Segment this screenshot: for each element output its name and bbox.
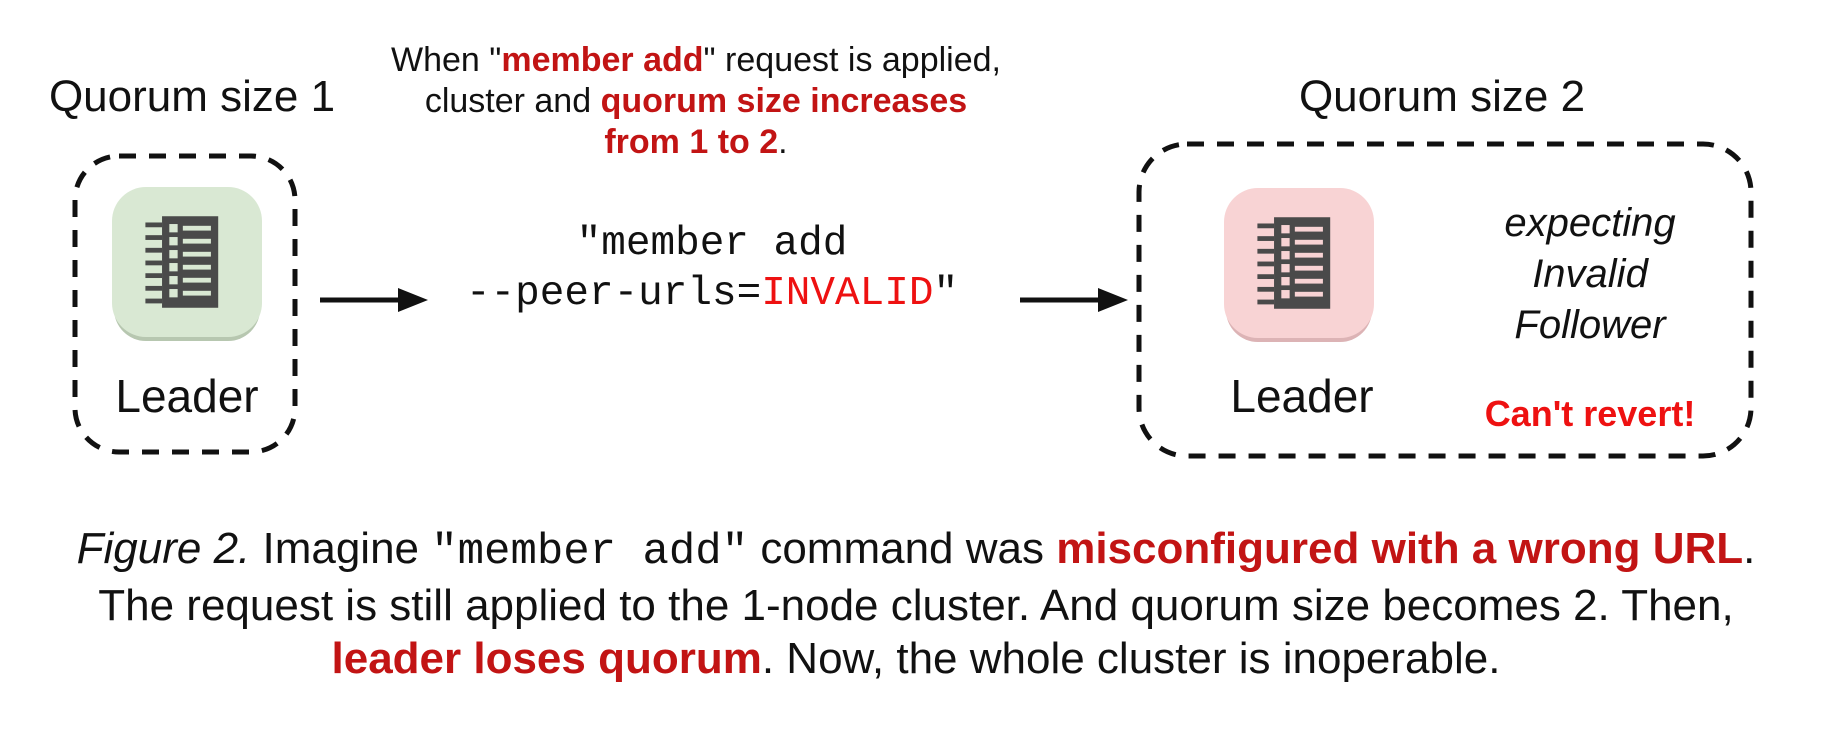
expecting-follower-note: expecting Invalid Follower [1440,198,1740,351]
expecting-line-2: Invalid [1532,252,1648,296]
figure-label: Figure 2. [76,524,251,573]
right-arrow-icon-1 [320,288,428,312]
leader-node-green [112,187,262,337]
note-line-1: When "member add" request is applied, [376,40,1016,81]
note-text: When " [391,41,502,79]
caption-text: Imagine [250,524,432,573]
caption-line-2: The request is still applied to the 1-no… [98,581,1734,630]
command-invalid-value: INVALID [761,271,934,317]
command-close-quote: " [933,271,959,317]
note-text: . [778,123,788,161]
caption-highlight-loses-quorum: leader loses quorum [331,634,762,683]
note-line-2: cluster and quorum size increases [376,81,1016,122]
caption-highlight-misconfigured: misconfigured with a wrong URL [1056,524,1744,573]
leader-node-pink [1224,188,1374,338]
note-highlight-member-add: member add [501,41,704,79]
caption-line-1: Figure 2. Imagine "member add" command w… [0,522,1832,579]
command-line-2: --peer-urls=INVALID" [392,269,1032,319]
left-node-label: Leader [115,370,259,422]
caption-line-3: leader loses quorum. Now, the whole clus… [0,632,1832,685]
note-text: cluster and [424,82,601,120]
figure-caption: Figure 2. Imagine "member add" command w… [0,522,1832,685]
right-cluster-title: Quorum size 2 [1298,72,1586,121]
server-ledger-icon [1257,217,1331,309]
caption-text: command was [748,524,1057,573]
note-text: " request is applied, [703,41,1001,79]
command-line-1: "member add [576,221,848,267]
server-ledger-icon [145,216,219,308]
member-add-note: When "member add" request is applied, cl… [376,40,1016,163]
note-highlight-quorum-increase: quorum size increases [600,82,968,120]
caption-text: . [1743,524,1756,573]
caption-text: . Now, the whole cluster is inoperable. [761,634,1501,683]
note-line-3: from 1 to 2. [376,122,1016,163]
expecting-line-3: Follower [1514,303,1666,347]
member-add-command: "member add --peer-urls=INVALID" [392,219,1032,319]
right-node-label: Leader [1230,370,1374,422]
caption-command-text: "member add" [431,527,749,577]
left-cluster-title: Quorum size 1 [48,72,336,121]
right-arrow-icon-2 [1020,288,1128,312]
command-flag: --peer-urls= [465,271,762,317]
expecting-line-1: expecting [1504,201,1676,245]
cant-revert-warning: Can't revert! [1484,393,1696,434]
note-highlight-from-1-to-2: from 1 to 2 [604,123,779,161]
